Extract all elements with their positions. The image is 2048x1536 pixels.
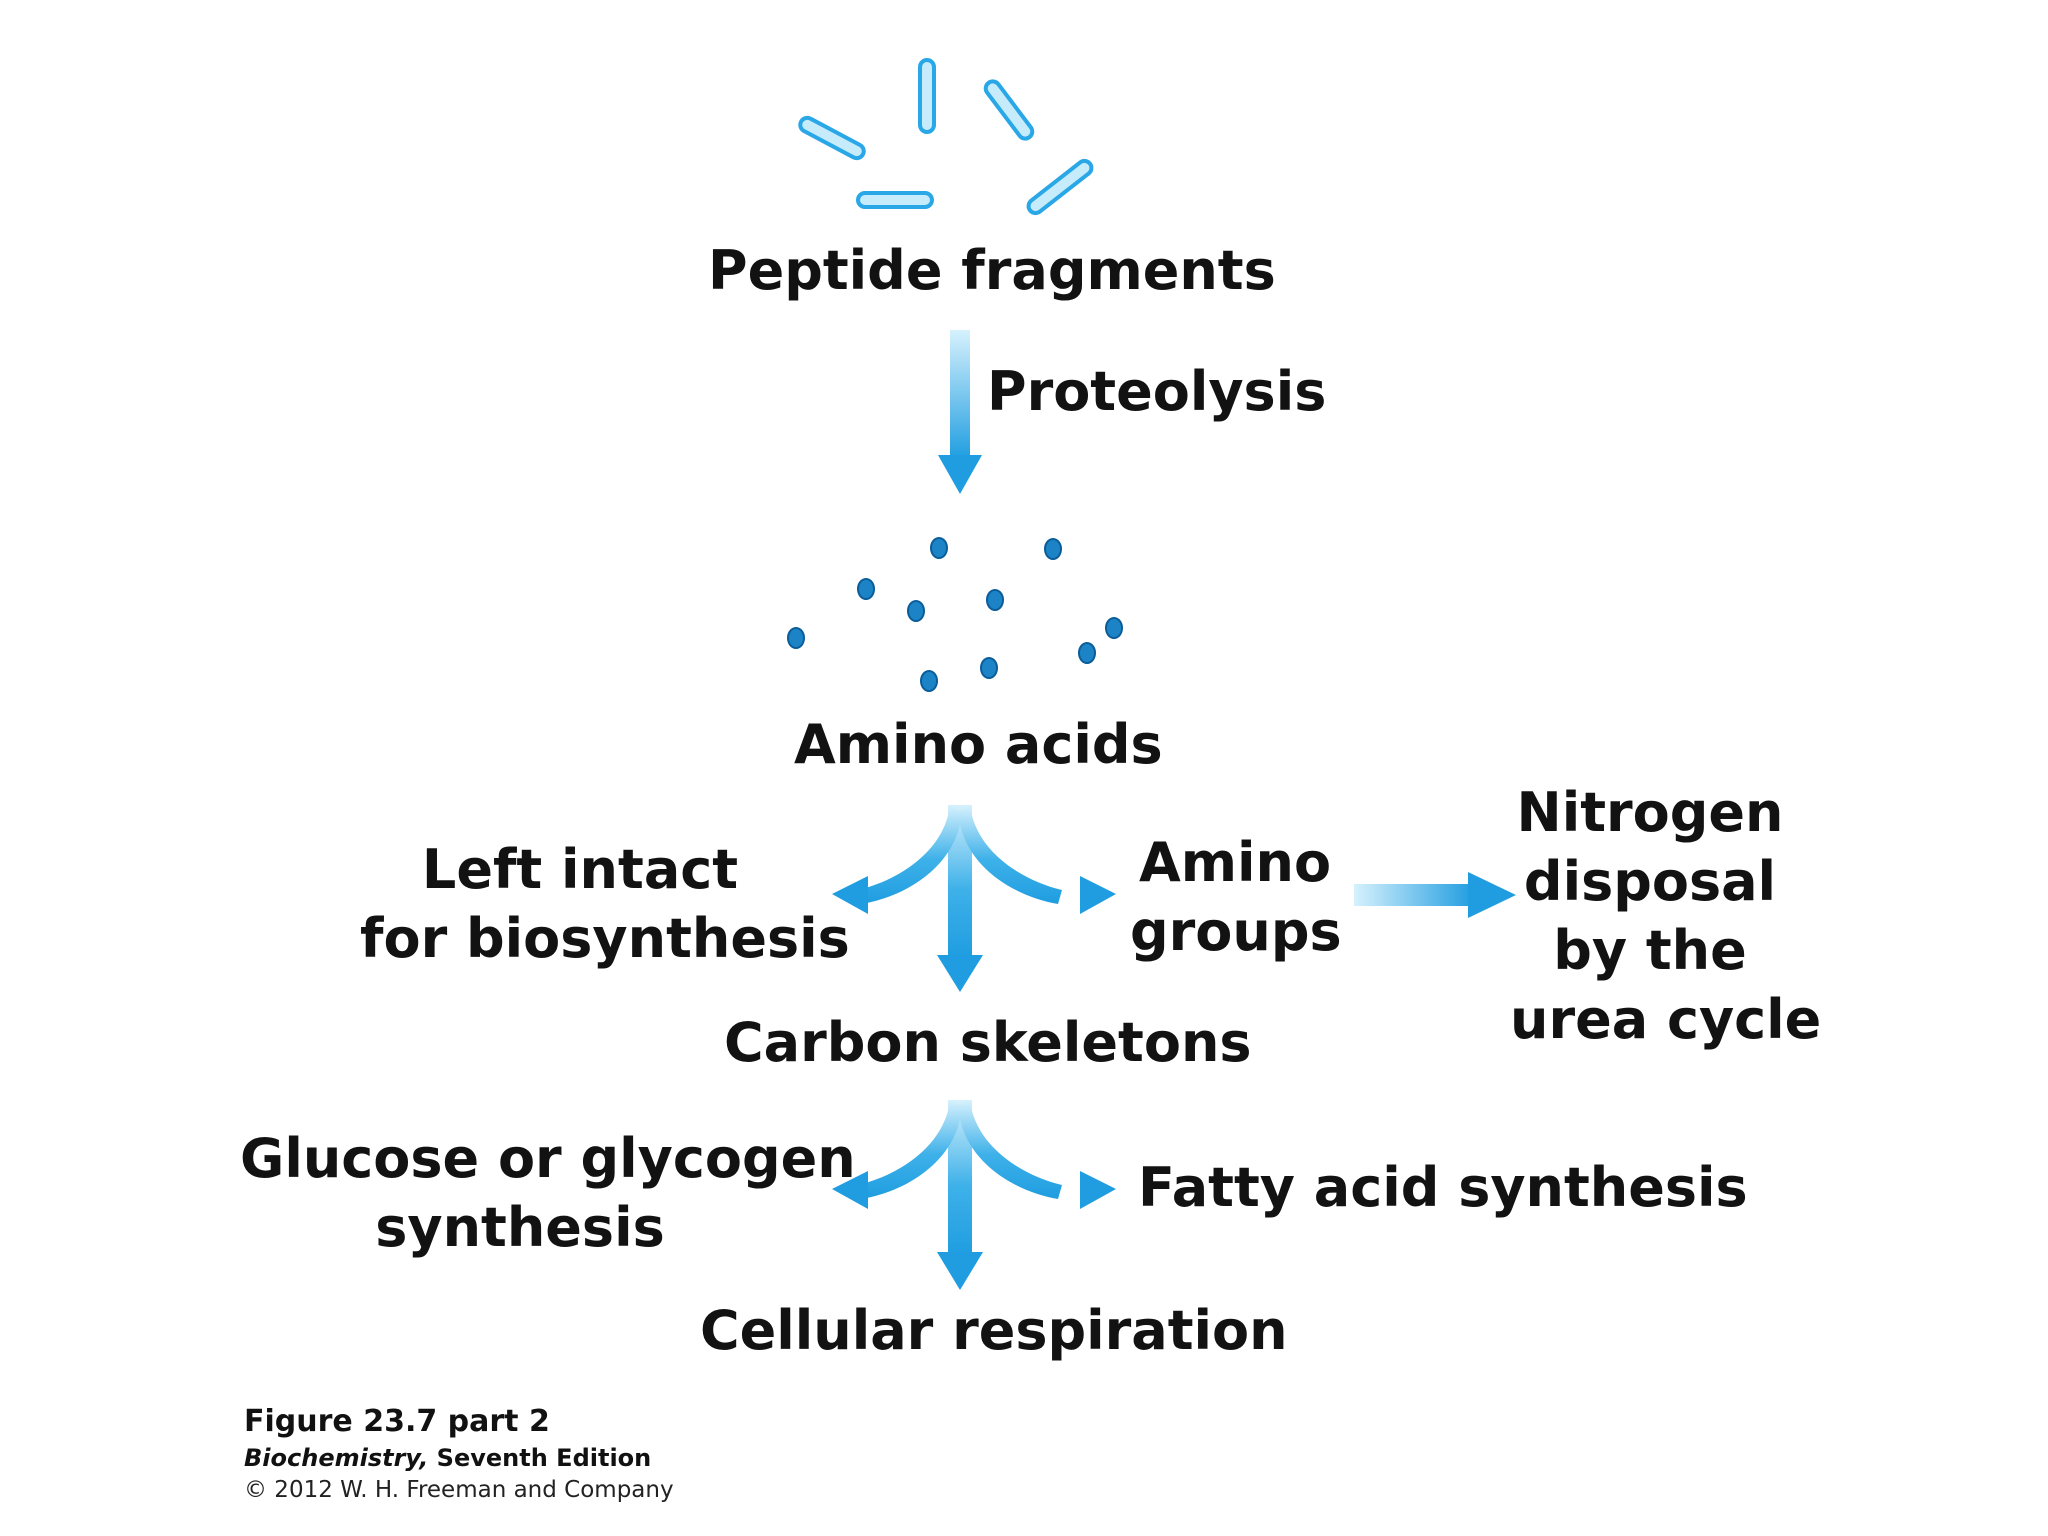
book-title: Biochemistry, [244, 1444, 429, 1472]
amino-acid-dot [980, 657, 998, 679]
peptide-fragment [856, 191, 934, 209]
peptide-fragment [918, 58, 936, 134]
amino-acid-dot [986, 589, 1004, 611]
glucose-glycogen-line-2: synthesis [375, 1196, 665, 1259]
left-intact-line-1: Left intact [421, 838, 739, 901]
amino-acid-dot [1044, 538, 1062, 560]
amino-acid-dot [787, 627, 805, 649]
book-edition: Seventh Edition [428, 1444, 652, 1472]
nitrogen-disposal-label: Nitrogen disposal by the urea cycle [1510, 778, 1822, 1054]
peptide-fragments-label: Peptide fragments [708, 239, 1276, 302]
copyright: © 2012 W. H. Freeman and Company [244, 1477, 674, 1503]
amino-acid-dot [920, 670, 938, 692]
amino-acid-dot [857, 578, 875, 600]
figure-number: Figure 23.7 part 2 [244, 1404, 550, 1439]
peptide-fragment [983, 79, 1035, 141]
nitrogen-disposal-line-3: by the [1553, 919, 1747, 982]
carbon-skeletons-fork-arrow [832, 1100, 1116, 1290]
book-citation: Biochemistry, Seventh Edition [244, 1444, 651, 1472]
nitrogen-disposal-line-4: urea cycle [1510, 988, 1822, 1051]
cellular-respiration-label: Cellular respiration [700, 1299, 1288, 1362]
amino-acid-dot [930, 537, 948, 559]
left-intact-label: Left intact for biosynthesis [360, 835, 850, 973]
peptide-fragment [798, 115, 866, 161]
nitrogen-disposal-line-2: disposal [1523, 850, 1777, 913]
peptide-fragment [1026, 158, 1094, 216]
glucose-glycogen-label: Glucose or glycogen synthesis [240, 1124, 856, 1262]
nitrogen-disposal-line-1: Nitrogen [1516, 781, 1784, 844]
amino-groups-to-urea-arrow [1354, 872, 1516, 918]
left-intact-line-2: for biosynthesis [360, 907, 850, 970]
peptide-fragment-icons [798, 58, 1094, 216]
fatty-acid-synthesis-label: Fatty acid synthesis [1138, 1156, 1748, 1219]
amino-acid-dot [1078, 642, 1096, 664]
glucose-glycogen-line-1: Glucose or glycogen [240, 1127, 856, 1190]
amino-acid-dot [907, 600, 925, 622]
proteolysis-arrow [938, 330, 982, 494]
proteolysis-label: Proteolysis [987, 360, 1327, 423]
amino-groups-label: Amino groups [1130, 828, 1342, 966]
amino-acid-dots [787, 537, 1123, 692]
amino-acid-dot [1105, 617, 1123, 639]
amino-acids-label: Amino acids [794, 713, 1163, 776]
carbon-skeletons-label: Carbon skeletons [724, 1011, 1252, 1074]
amino-acids-fork-arrow [832, 805, 1116, 992]
amino-groups-line-2: groups [1130, 900, 1342, 963]
amino-groups-line-1: Amino [1138, 831, 1332, 894]
